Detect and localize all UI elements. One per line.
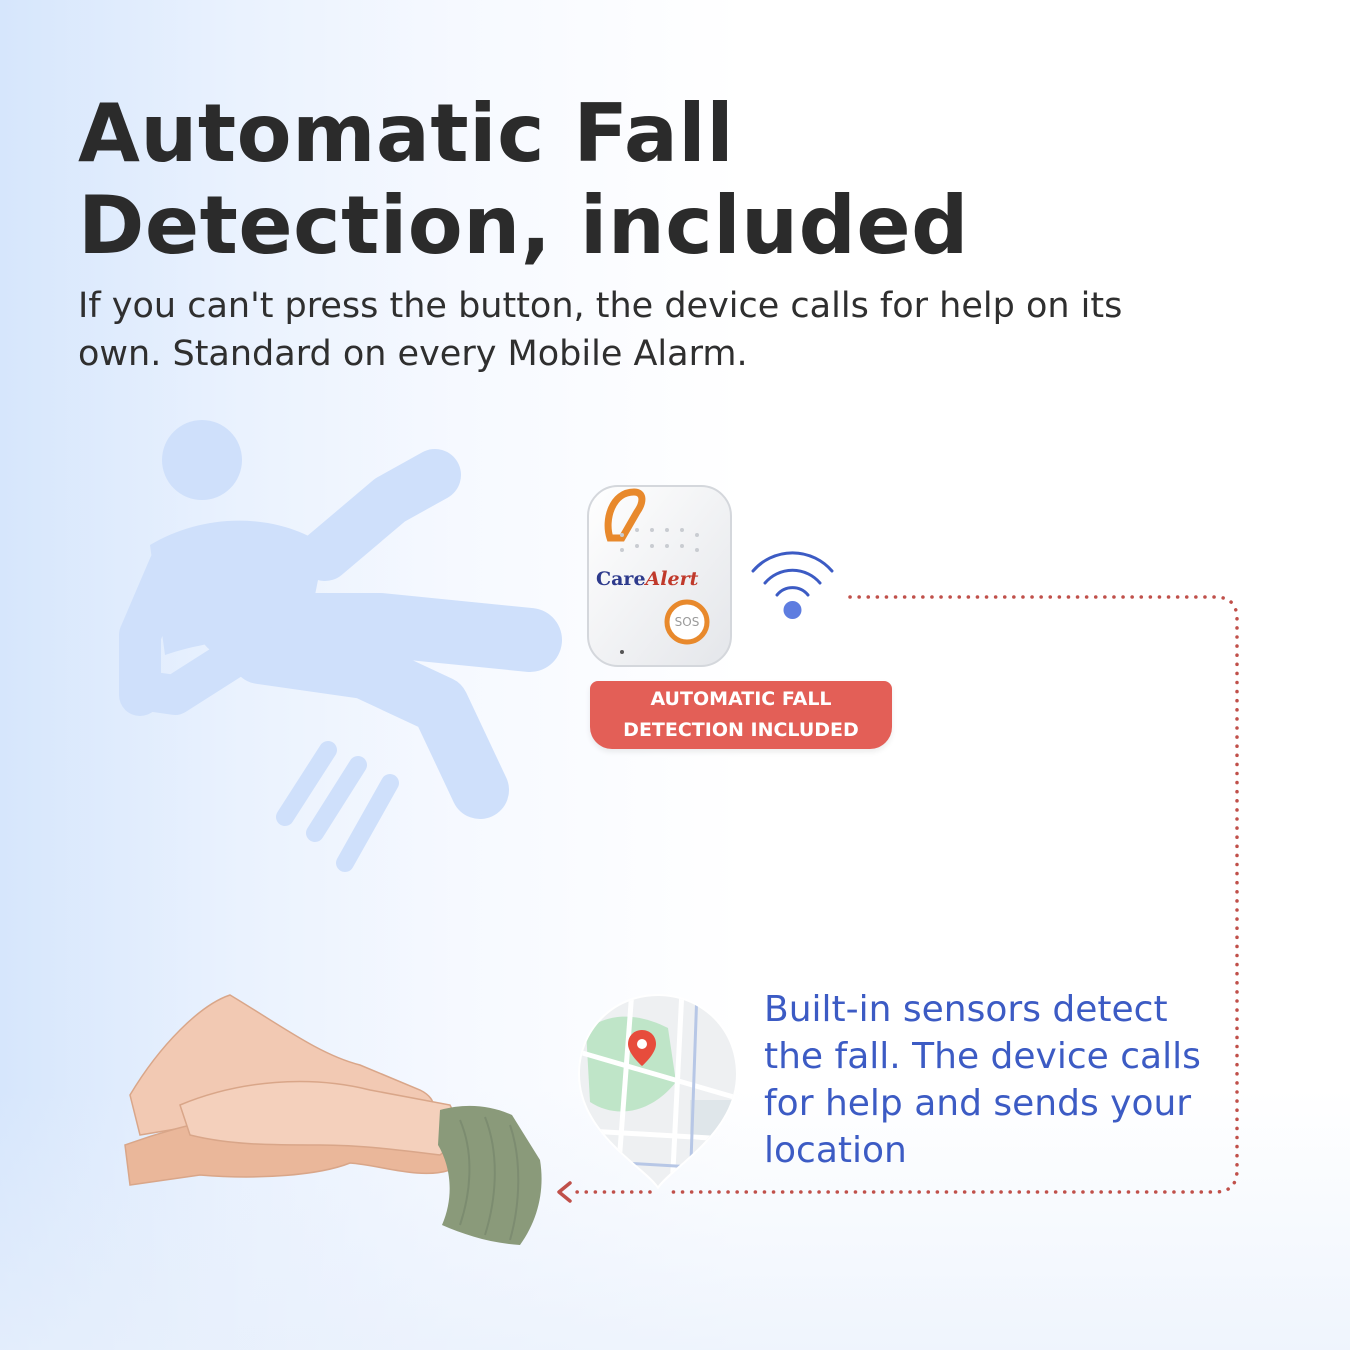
care-alert-device: CareAlert SOS: [587, 485, 732, 667]
sos-button-label: SOS: [674, 615, 700, 629]
map-location-pin-icon: [577, 993, 739, 1190]
page-title: Automatic Fall Detection, included: [78, 87, 969, 272]
badge-label: AUTOMATIC FALL DETECTION INCLUDED: [623, 688, 859, 741]
falling-person-icon: [119, 420, 562, 872]
fall-detection-badge: AUTOMATIC FALL DETECTION INCLUDED: [590, 681, 892, 749]
page-subtitle: If you can't press the button, the devic…: [78, 286, 1123, 374]
brand-alert: Alert: [645, 568, 699, 590]
brand-care: Care: [596, 568, 646, 590]
helping-hands-image: [124, 994, 542, 1245]
wireless-signal-icon: [751, 551, 834, 619]
info-text: Built-in sensors detect the fall. The de…: [764, 989, 1201, 1171]
